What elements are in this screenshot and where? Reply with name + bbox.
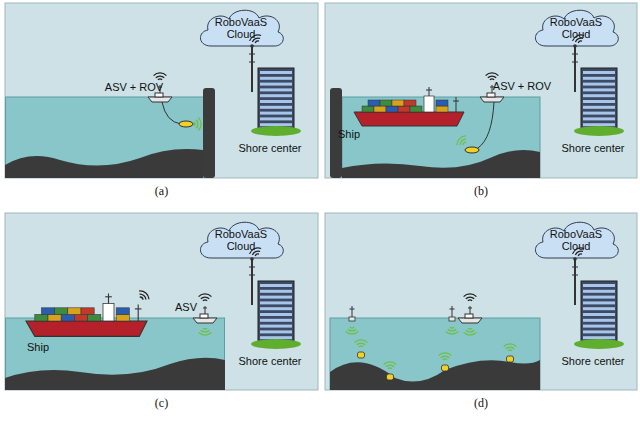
cloud-label: RoboVaaS Cloud — [212, 16, 270, 40]
vehicle-label: Ship — [27, 341, 49, 353]
panel-caption: (a) — [5, 185, 318, 197]
building-label: Shore center — [541, 142, 640, 154]
shore-center-building: Shore center — [238, 40, 302, 156]
cloud-service: RoboVaaS Cloud — [530, 218, 622, 262]
vehicle-label: ASV — [175, 301, 197, 313]
cloud-label: RoboVaaS Cloud — [547, 228, 605, 252]
panel-caption: (d) — [325, 397, 637, 409]
shore-building-shape — [561, 40, 625, 140]
cloud-text-holder: RoboVaaS Cloud — [530, 6, 622, 50]
shore-center-building: Shore center — [238, 253, 302, 369]
cloud-label: RoboVaaS Cloud — [212, 228, 270, 252]
cloud-service: RoboVaaS Cloud — [195, 218, 287, 262]
vehicle-label: ASV + ROV — [105, 81, 163, 93]
cloud-service: RoboVaaS Cloud — [195, 6, 287, 50]
vehicle-label: ASV + ROV — [493, 80, 551, 92]
shore-building-shape — [238, 253, 302, 353]
scenario-panel: (d)RoboVaaS CloudShore center — [325, 213, 637, 390]
shore-building-shape — [561, 253, 625, 353]
building-label: Shore center — [218, 355, 322, 367]
scenario-panel: (c)RoboVaaS CloudShore center — [5, 213, 318, 390]
cloud-text-holder: RoboVaaS Cloud — [195, 6, 287, 50]
cloud-text-holder: RoboVaaS Cloud — [195, 218, 287, 262]
building-label: Shore center — [218, 142, 322, 154]
panel-caption: (c) — [5, 397, 318, 409]
shore-building-shape — [238, 40, 302, 140]
shore-center-building: Shore center — [561, 40, 625, 156]
shore-center-building: Shore center — [561, 253, 625, 369]
scenario-panel: (b)RoboVaaS CloudShore center — [325, 3, 637, 178]
panel-caption: (b) — [325, 185, 637, 197]
building-label: Shore center — [541, 355, 640, 367]
cloud-service: RoboVaaS Cloud — [530, 6, 622, 50]
vehicle-label: Ship — [338, 128, 360, 140]
cloud-text-holder: RoboVaaS Cloud — [530, 218, 622, 262]
